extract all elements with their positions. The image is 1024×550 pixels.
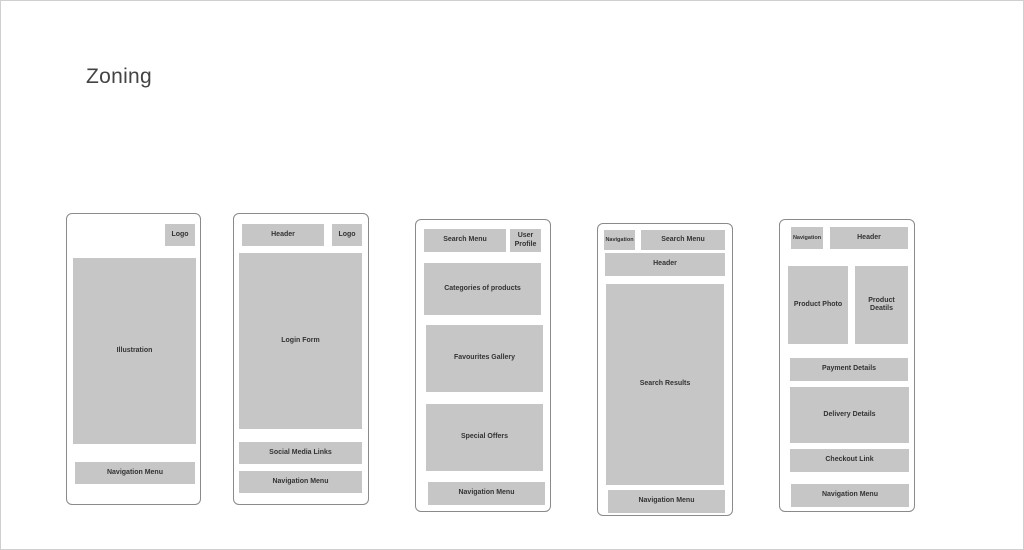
- zone-user-profile: User Profile: [510, 229, 541, 252]
- zone-search-menu: Search Menu: [424, 229, 506, 252]
- zone-categories-of-products: Categories of products: [424, 263, 541, 315]
- zone-payment-details: Payment Details: [790, 358, 908, 381]
- zone-navigation: Navigation: [604, 230, 635, 250]
- screen-splash: Logo Illustration Navigation Menu: [66, 213, 201, 505]
- zone-product-details: Product Deatils: [855, 266, 908, 344]
- screen-home: Search Menu User Profile Categories of p…: [415, 219, 551, 512]
- zone-header: Header: [605, 253, 725, 276]
- zone-search-results: Search Results: [606, 284, 724, 485]
- zone-illustration: Illustration: [73, 258, 196, 444]
- screen-search-results: Navigation Search Menu Header Search Res…: [597, 223, 733, 516]
- zone-checkout-link: Checkout Link: [790, 449, 909, 472]
- screen-checkout: Navigation Header Product Photo Product …: [779, 219, 915, 512]
- zone-search-menu: Search Menu: [641, 230, 725, 250]
- zone-login-form: Login Form: [239, 253, 362, 429]
- zone-navigation: Navigation: [791, 227, 823, 249]
- page-title: Zoning: [86, 65, 153, 88]
- zone-navigation-menu: Navigation Menu: [791, 484, 909, 507]
- screen-login: Header Logo Login Form Social Media Link…: [233, 213, 369, 505]
- zone-navigation-menu: Navigation Menu: [428, 482, 545, 505]
- zone-logo: Logo: [165, 224, 195, 246]
- zone-header: Header: [242, 224, 324, 246]
- zone-navigation-menu: Navigation Menu: [239, 471, 362, 493]
- zone-delivery-details: Delivery Details: [790, 387, 909, 443]
- zone-product-photo: Product Photo: [788, 266, 848, 344]
- zone-navigation-menu: Navigation Menu: [608, 490, 725, 513]
- zone-header: Header: [830, 227, 908, 249]
- zone-logo: Logo: [332, 224, 362, 246]
- zone-navigation-menu: Navigation Menu: [75, 462, 195, 484]
- zone-special-offers: Special Offers: [426, 404, 543, 471]
- zone-social-media-links: Social Media Links: [239, 442, 362, 464]
- zone-favourites-gallery: Favourites Gallery: [426, 325, 543, 392]
